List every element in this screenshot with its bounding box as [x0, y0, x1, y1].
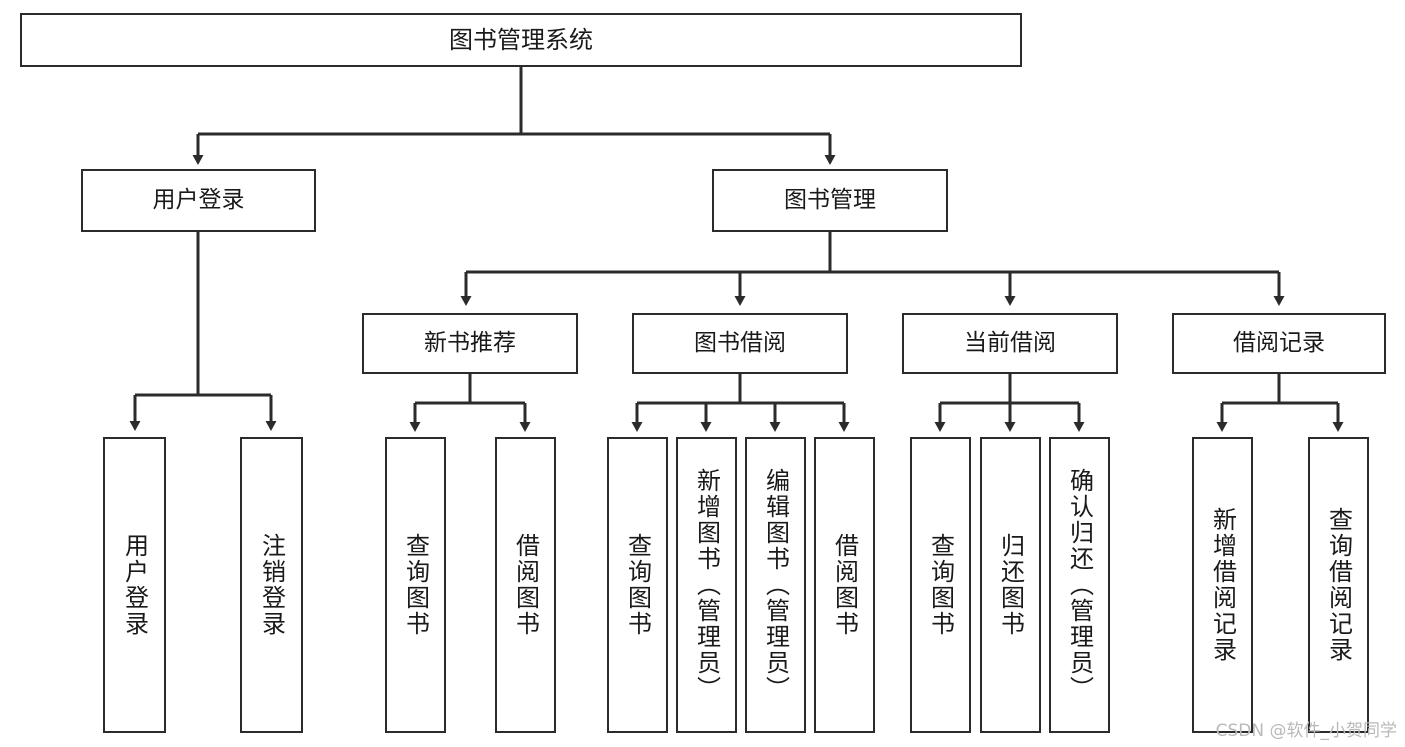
node-label: 图书借阅 [694, 329, 786, 356]
leaf-current-confirm-return[interactable]: 确认归还（管理员） [1049, 437, 1110, 733]
node-label: 图书管理 [784, 186, 876, 213]
node-label: 新书推荐 [424, 329, 516, 356]
node-label: 借阅图书 [511, 533, 540, 637]
node-label: 注销登录 [257, 533, 286, 637]
node-label: 图书管理系统 [449, 25, 593, 54]
leaf-user-login-login[interactable]: 用户登录 [103, 437, 166, 733]
node-borrow-record[interactable]: 借阅记录 [1172, 313, 1386, 374]
node-label: 新增借阅记录 [1208, 507, 1237, 663]
leaf-recommend-borrow-book[interactable]: 借阅图书 [495, 437, 556, 733]
leaf-recommend-query-book[interactable]: 查询图书 [385, 437, 446, 733]
leaf-borrow-edit-book[interactable]: 编辑图书（管理员） [745, 437, 806, 733]
csdn-watermark: CSDN @软件_小贺同学 [1215, 721, 1397, 741]
node-book-management[interactable]: 图书管理 [712, 169, 948, 232]
node-book-borrow[interactable]: 图书借阅 [632, 313, 848, 374]
node-label: 借阅图书 [830, 533, 859, 637]
leaf-borrow-borrow-book[interactable]: 借阅图书 [814, 437, 875, 733]
node-label: 当前借阅 [964, 329, 1056, 356]
node-label: 归还图书 [996, 533, 1025, 637]
node-root-system[interactable]: 图书管理系统 [20, 13, 1022, 67]
leaf-current-return-book[interactable]: 归还图书 [980, 437, 1041, 733]
node-user-login[interactable]: 用户登录 [81, 169, 316, 232]
node-label: 查询图书 [623, 533, 652, 637]
node-label: 编辑图书（管理员） [761, 468, 790, 702]
node-current-borrow[interactable]: 当前借阅 [902, 313, 1118, 374]
leaf-record-query-record[interactable]: 查询借阅记录 [1308, 437, 1369, 733]
node-label: 新增图书（管理员） [692, 468, 721, 702]
node-label: 用户登录 [120, 533, 149, 637]
node-label: 借阅记录 [1233, 329, 1325, 356]
node-label: 用户登录 [152, 186, 245, 213]
leaf-user-login-logout[interactable]: 注销登录 [240, 437, 303, 733]
leaf-borrow-add-book[interactable]: 新增图书（管理员） [676, 437, 737, 733]
node-label: 查询图书 [401, 533, 430, 637]
leaf-record-add-record[interactable]: 新增借阅记录 [1192, 437, 1253, 733]
node-new-book-recommend[interactable]: 新书推荐 [362, 313, 578, 374]
node-label: 查询借阅记录 [1324, 507, 1353, 663]
leaf-borrow-query-book[interactable]: 查询图书 [607, 437, 668, 733]
node-label: 查询图书 [926, 533, 955, 637]
leaf-current-query-book[interactable]: 查询图书 [910, 437, 971, 733]
node-label: 确认归还（管理员） [1065, 468, 1094, 702]
